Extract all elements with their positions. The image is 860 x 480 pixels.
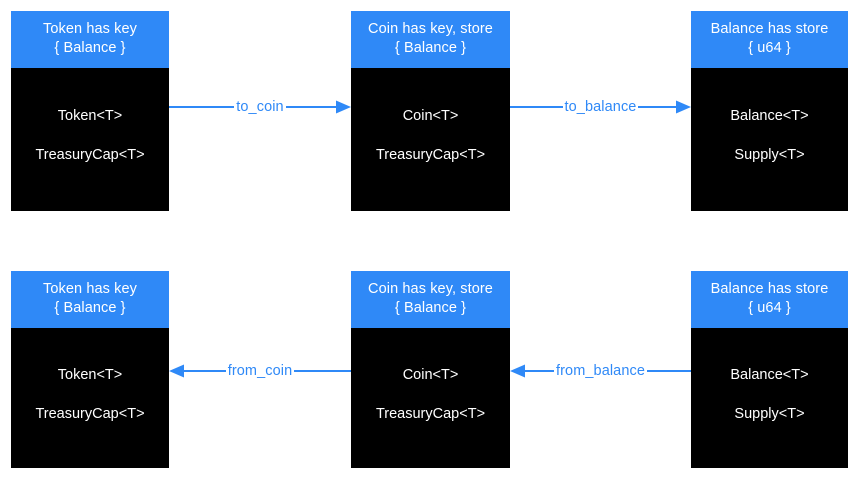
edge-label-to-balance: to_balance <box>562 98 639 116</box>
node-field: TreasuryCap<T> <box>35 147 145 163</box>
node-field: Supply<T> <box>734 147 805 163</box>
node-token-bottom[interactable]: Token has key { Balance } Token<T> Treas… <box>11 271 169 468</box>
node-field: TreasuryCap<T> <box>375 147 486 163</box>
node-token-top[interactable]: Token has key { Balance } Token<T> Treas… <box>11 11 169 211</box>
node-header-balance-top: Balance has store { u64 } <box>691 11 848 68</box>
node-field: Token<T> <box>57 366 123 383</box>
edge-to-coin: to_coin <box>169 94 351 120</box>
node-field: Coin<T> <box>402 366 459 383</box>
node-body-balance-bottom: Balance<T> Supply<T> <box>691 328 848 468</box>
edge-label-from-coin: from_coin <box>225 362 295 380</box>
node-header-token-top: Token has key { Balance } <box>11 11 169 68</box>
node-balance-bottom[interactable]: Balance has store { u64 } Balance<T> Sup… <box>691 271 848 468</box>
node-field: Token<T> <box>57 108 123 124</box>
node-balance-top[interactable]: Balance has store { u64 } Balance<T> Sup… <box>691 11 848 211</box>
node-field: TreasuryCap<T> <box>375 405 486 422</box>
edge-from-coin: from_coin <box>169 358 351 384</box>
node-field: Balance<T> <box>730 366 809 383</box>
node-body-token-top: Token<T> TreasuryCap<T> <box>11 68 169 211</box>
node-body-token-bottom: Token<T> TreasuryCap<T> <box>11 328 169 468</box>
node-coin-bottom[interactable]: Coin has key, store { Balance } Coin<T> … <box>351 271 510 468</box>
node-body-coin-bottom: Coin<T> TreasuryCap<T> <box>351 328 510 468</box>
node-header-coin-top: Coin has key, store { Balance } <box>351 11 510 68</box>
node-header-token-bottom: Token has key { Balance } <box>11 271 169 328</box>
edge-to-balance: to_balance <box>510 94 691 120</box>
node-header-coin-bottom: Coin has key, store { Balance } <box>351 271 510 328</box>
node-body-balance-top: Balance<T> Supply<T> <box>691 68 848 211</box>
edge-label-from-balance: from_balance <box>553 362 648 380</box>
edge-label-to-coin: to_coin <box>234 98 286 116</box>
node-field: Balance<T> <box>730 108 809 124</box>
node-body-coin-top: Coin<T> TreasuryCap<T> <box>351 68 510 211</box>
edge-from-balance: from_balance <box>510 358 691 384</box>
node-field: Supply<T> <box>734 405 805 422</box>
node-coin-top[interactable]: Coin has key, store { Balance } Coin<T> … <box>351 11 510 211</box>
node-field: TreasuryCap<T> <box>35 405 145 422</box>
node-header-balance-bottom: Balance has store { u64 } <box>691 271 848 328</box>
node-field: Coin<T> <box>402 108 459 124</box>
